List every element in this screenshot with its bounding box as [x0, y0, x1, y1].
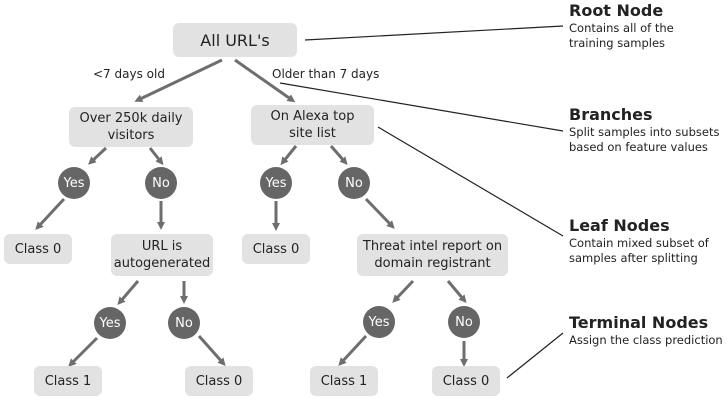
leaf-class0-autogen: Class 0	[185, 366, 253, 396]
leaf-class1-autogen: Class 1	[34, 366, 102, 396]
legend-branches-desc-line1: Split samples into subsets	[569, 125, 720, 139]
legend-branches-desc: Split samples into subsets based on feat…	[569, 125, 719, 155]
legend-leaf-desc-line2: samples after splitting	[569, 251, 698, 265]
leaf-class0-autogen-label: Class 0	[195, 373, 243, 389]
pointer-leaf	[377, 126, 564, 237]
decision-no-autogen: No	[168, 307, 200, 339]
edge-label-old: Older than 7 days	[272, 67, 380, 81]
node-daily-visitors-line1: Over 250k daily	[79, 111, 183, 126]
leaf-class0-threat: Class 0	[432, 366, 500, 396]
node-alexa-list-line1: On Alexa top	[270, 109, 355, 124]
leaf-class1-autogen-label: Class 1	[44, 373, 92, 389]
arrow-alexa-to-no	[329, 145, 348, 166]
legend-leaf-title: Leaf Nodes	[569, 216, 670, 235]
decision-no-alexa: No	[338, 167, 370, 199]
legend-branches-desc-line2: based on feature values	[569, 140, 708, 154]
legend-leaf-desc-line1: Contain mixed subset of	[569, 236, 709, 250]
arrow-no-to-class0-c	[197, 335, 226, 366]
node-autogenerated: URL is autogenerated	[111, 234, 213, 276]
pointer-root	[304, 25, 564, 41]
arrow-root-to-visitors	[134, 58, 223, 102]
legend-root-desc-line1: Contains all of the	[569, 21, 674, 35]
legend-root-desc-line2: training samples	[569, 36, 666, 50]
arrow-alexa-to-yes	[280, 145, 298, 166]
node-daily-visitors-line2: visitors	[107, 128, 155, 143]
edge-label-young: <7 days old	[93, 67, 165, 81]
arrow-autogen-to-yes	[117, 280, 140, 306]
leaf-class1-threat: Class 1	[310, 366, 378, 396]
arrow-yes-to-class0-a	[35, 197, 66, 230]
leaf-class0-visitors: Class 0	[4, 234, 72, 264]
leaf-class1-threat-label: Class 1	[320, 373, 368, 389]
arrow-threat-to-yes	[392, 279, 415, 303]
pointer-branches	[279, 82, 564, 132]
leaf-class0-alexa: Class 0	[242, 234, 310, 264]
decision-yes-autogen: Yes	[94, 307, 126, 339]
arrow-root-to-alexa	[234, 58, 296, 103]
root-node: All URL's	[173, 23, 297, 57]
arrow-yes-to-class1-b	[338, 334, 368, 366]
node-alexa-list: On Alexa top site list	[251, 105, 374, 145]
legend-leaf-desc: Contain mixed subset of samples after sp…	[569, 236, 709, 266]
legend-terminal-title: Terminal Nodes	[569, 313, 709, 332]
node-threat-intel-line2: domain registrant	[374, 256, 491, 271]
decision-yes-alexa: Yes	[260, 167, 292, 199]
legend-terminal-desc: Assign the class prediction	[569, 333, 723, 348]
leaf-class0-visitors-label: Class 0	[14, 241, 62, 257]
node-threat-intel-line1: Threat intel report on	[362, 239, 503, 254]
legend-root-desc: Contains all of the training samples	[569, 21, 674, 51]
node-threat-intel: Threat intel report on domain registrant	[357, 234, 508, 276]
decision-no-visitors: No	[145, 167, 177, 199]
node-daily-visitors: Over 250k daily visitors	[69, 107, 193, 147]
arrow-no-to-threat	[364, 197, 395, 229]
pointer-terminal	[506, 332, 564, 379]
legend-terminal-desc-line1: Assign the class prediction	[569, 333, 723, 347]
arrow-visitors-to-no	[148, 147, 164, 166]
leaf-class0-threat-label: Class 0	[442, 373, 490, 389]
arrow-visitors-to-yes	[88, 146, 108, 165]
leaf-class0-alexa-label: Class 0	[252, 241, 300, 257]
node-alexa-list-line2: site list	[289, 126, 336, 141]
decision-yes-threat: Yes	[363, 306, 395, 338]
node-autogenerated-line1: URL is	[141, 239, 183, 254]
node-autogenerated-line2: autogenerated	[113, 256, 211, 271]
legend-root-title: Root Node	[569, 1, 664, 20]
legend-branches-title: Branches	[569, 105, 653, 124]
root-node-label: All URL's	[200, 30, 270, 50]
decision-yes-visitors: Yes	[58, 167, 90, 199]
decision-no-threat: No	[448, 306, 480, 338]
arrow-yes-to-class1-a	[68, 336, 99, 367]
arrow-threat-to-no	[446, 280, 467, 304]
